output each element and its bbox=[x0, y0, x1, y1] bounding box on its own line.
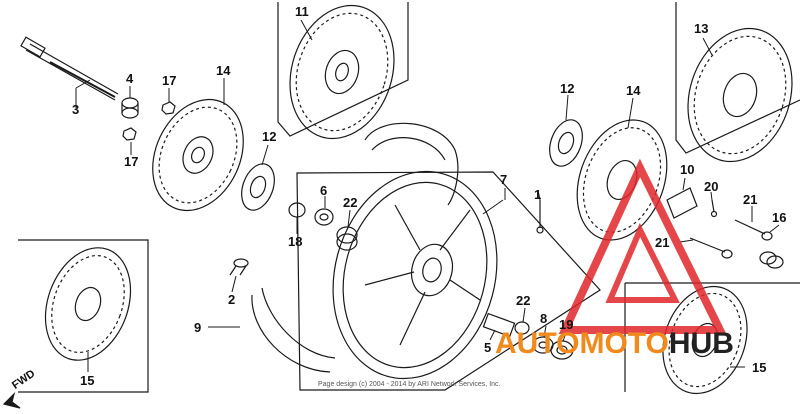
spacer-part-22-bottom bbox=[514, 321, 530, 335]
collar-part-4 bbox=[121, 97, 139, 119]
bracket-part-10 bbox=[666, 187, 698, 219]
callout-2: 2 bbox=[228, 292, 236, 307]
bolt-part-21-a bbox=[734, 219, 773, 241]
watermark-part3: HUB bbox=[668, 327, 734, 360]
disc-part-14-left bbox=[152, 98, 244, 212]
disc-part-15-left bbox=[44, 247, 132, 361]
disc-part-13 bbox=[687, 27, 793, 163]
spacer-part-12-left bbox=[241, 163, 275, 211]
collar-part-5 bbox=[482, 312, 516, 338]
axle-part-3 bbox=[20, 36, 119, 101]
callout-4: 4 bbox=[126, 71, 134, 86]
disc-part-11 bbox=[289, 4, 395, 140]
callout-13: 13 bbox=[694, 21, 709, 36]
callout-21a: 21 bbox=[743, 192, 758, 207]
nut-part-17-b bbox=[122, 127, 137, 141]
callout-17a: 17 bbox=[162, 73, 177, 88]
callout-17b: 17 bbox=[124, 154, 139, 169]
panel-left bbox=[18, 239, 149, 393]
screw-part-20 bbox=[710, 199, 718, 218]
spacer-part-6 bbox=[314, 208, 334, 226]
callout-7: 7 bbox=[500, 172, 508, 187]
callout-21b: 21 bbox=[655, 235, 670, 250]
watermark-part1: AUTO bbox=[495, 327, 580, 360]
callout-12b: 12 bbox=[560, 81, 575, 96]
callout-9: 9 bbox=[194, 320, 202, 335]
tire-section-top bbox=[364, 122, 459, 206]
callout-15b: 15 bbox=[752, 360, 767, 375]
callout-14a: 14 bbox=[216, 63, 231, 78]
callout-5: 5 bbox=[484, 340, 492, 355]
callout-1: 1 bbox=[534, 187, 542, 202]
bolt-part-21-b bbox=[689, 237, 733, 259]
callout-22a: 22 bbox=[343, 195, 358, 210]
callout-10: 10 bbox=[680, 162, 695, 177]
bolt-part-1 bbox=[536, 200, 544, 234]
bearing-part-19 bbox=[550, 340, 574, 360]
callout-6: 6 bbox=[320, 183, 328, 198]
nut-part-17-a bbox=[161, 101, 176, 115]
watermark-part2: MOTO bbox=[579, 327, 669, 360]
callout-8: 8 bbox=[540, 311, 548, 326]
callout-3: 3 bbox=[72, 102, 80, 117]
disc-part-14-right bbox=[576, 119, 668, 241]
callout-20: 20 bbox=[704, 179, 719, 194]
leader-lines bbox=[75, 19, 780, 372]
spacer-part-22-top bbox=[336, 226, 358, 251]
wheel-part-7 bbox=[332, 170, 498, 380]
watermark-logo-triangle bbox=[558, 158, 727, 334]
panel-center-wheel bbox=[296, 171, 601, 391]
bolt-part-2 bbox=[229, 258, 249, 276]
watermark-text: AUTOMOTOHUB bbox=[495, 327, 734, 361]
callout-22b: 22 bbox=[516, 293, 531, 308]
spacer-part-12-right bbox=[549, 119, 583, 167]
callout-16: 16 bbox=[772, 210, 787, 225]
copyright-notice: Page design (c) 2004 - 2014 by ARI Netwo… bbox=[318, 381, 501, 388]
panel-top-center bbox=[277, 2, 409, 137]
callout-12a: 12 bbox=[262, 129, 277, 144]
callout-11: 11 bbox=[295, 4, 309, 19]
callout-18: 18 bbox=[288, 234, 303, 249]
fwd-arrow-icon bbox=[2, 392, 21, 409]
callout-15a: 15 bbox=[80, 373, 95, 388]
callout-14b: 14 bbox=[626, 83, 641, 98]
panel-top-right bbox=[675, 2, 800, 154]
tire-section-bottom bbox=[251, 287, 336, 373]
callout-19: 19 bbox=[559, 317, 574, 332]
cap-part-16 bbox=[759, 251, 784, 269]
